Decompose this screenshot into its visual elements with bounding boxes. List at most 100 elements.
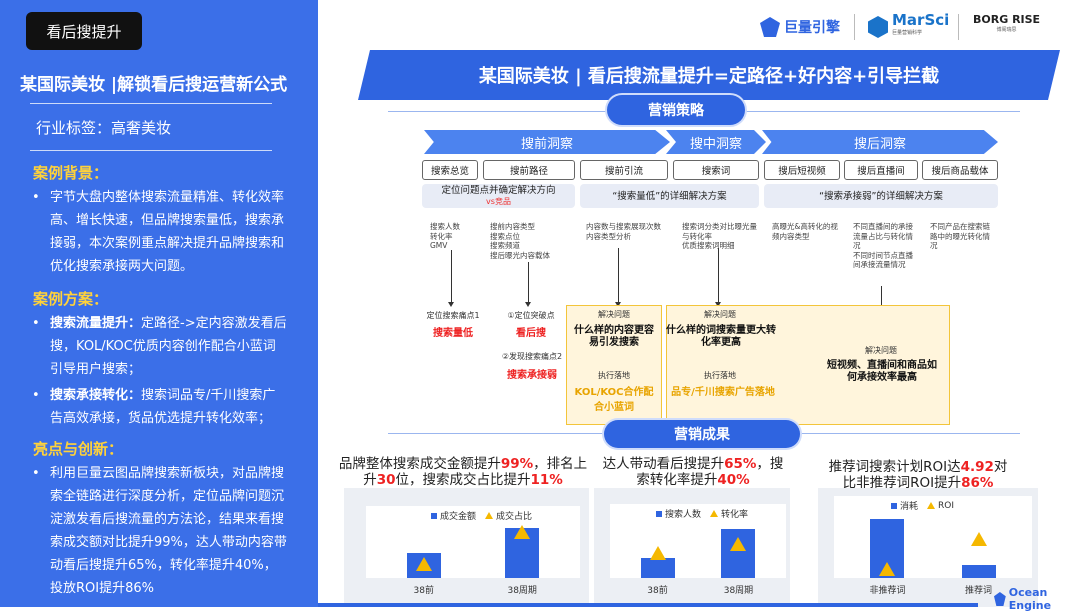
chart-marker bbox=[514, 524, 531, 539]
pain-value-3: 搜索承接弱 bbox=[507, 370, 557, 381]
chart-legend: 成交金额成交占比 bbox=[431, 509, 532, 522]
phase-pre-search: 搜前洞察 bbox=[424, 130, 670, 154]
bottom-accent-bar bbox=[318, 603, 978, 607]
result-title-2: 达人带动看后搜提升65%，搜索转化率提升40% bbox=[602, 456, 784, 488]
case-headline: 某国际美妆 |解锁看后搜运营新公式 bbox=[20, 75, 288, 95]
exec-label-1: 执行落地 bbox=[598, 371, 630, 380]
legend-square-icon bbox=[891, 502, 897, 509]
chart-bar bbox=[721, 528, 756, 578]
hexagon-icon bbox=[868, 16, 888, 38]
x-tick-label: 38周期 bbox=[507, 586, 537, 596]
solution-box-3 bbox=[796, 306, 949, 424]
metric-list-6: 不同直播间的承接流量占比与转化情况不同时间节点直播间承接流量情况 bbox=[853, 222, 913, 269]
chart-area-1: 成交金额成交占比 38前 38周期 bbox=[366, 506, 580, 596]
legend-square-icon bbox=[656, 510, 662, 517]
chart-bar bbox=[640, 557, 675, 578]
metric-list-3: 内容数与搜索展现次数内容类型分析 bbox=[586, 222, 661, 241]
chart-bar bbox=[961, 564, 996, 578]
tag-pre-search-path: 搜前路径 bbox=[483, 160, 575, 180]
result-title-3: 推荐词搜索计划ROI达4.92对比非推荐词ROI提升86% bbox=[828, 459, 1008, 491]
exec-value-1: KOL/KOC合作配合小蓝词 bbox=[574, 387, 654, 413]
divider bbox=[30, 150, 272, 151]
x-tick-label: 38周期 bbox=[723, 586, 754, 596]
legend-label: 成交金额 bbox=[440, 512, 477, 522]
legend-triangle-icon bbox=[485, 512, 494, 519]
tag-search-overview: 搜索总览 bbox=[422, 160, 478, 180]
ocean-engine-logo: 巨量引擎 bbox=[760, 14, 840, 40]
solve-question-1: 什么样的内容更容易引发搜索 bbox=[574, 325, 654, 348]
arrow-down-icon bbox=[715, 302, 721, 307]
tag-post-video: 搜后短视频 bbox=[764, 160, 840, 180]
exec-value-2: 品专/千川搜索广告落地 bbox=[671, 387, 775, 398]
legend-label: 搜索人数 bbox=[665, 510, 702, 520]
chart-marker bbox=[879, 561, 896, 576]
solve-label-1: 解决问题 bbox=[598, 310, 630, 319]
chart-panel-1: 成交金额成交占比 38前 38周期 bbox=[344, 488, 589, 607]
logo-divider bbox=[958, 14, 959, 40]
chart-legend: 消耗 ROI bbox=[891, 499, 954, 512]
phase-post-search: 搜后洞察 bbox=[762, 130, 998, 154]
tag-pre-search-traffic: 搜前引流 bbox=[580, 160, 668, 180]
solve-label-2: 解决问题 bbox=[704, 310, 736, 319]
divider bbox=[30, 103, 272, 104]
chart-area-3: 消耗 ROI 非推荐词 推荐词 bbox=[834, 496, 1032, 596]
x-tick-label: 38前 bbox=[647, 586, 668, 596]
highlight-title: 亮点与创新： bbox=[33, 440, 124, 458]
legend-square-icon bbox=[431, 512, 437, 519]
pain-value-2: 看后搜 bbox=[516, 328, 546, 339]
logo-icon bbox=[994, 592, 1006, 606]
group-low-search: “搜索量低”的详细解决方案 bbox=[580, 184, 759, 208]
tag-button[interactable]: 看后搜提升 bbox=[26, 12, 142, 50]
results-pill: 营销成果 bbox=[604, 420, 800, 448]
logo-icon bbox=[760, 17, 780, 37]
chart-legend: 搜索人数 转化率 bbox=[656, 507, 748, 520]
arrow-down-icon bbox=[448, 302, 454, 307]
chart-panel-2: 搜索人数 转化率 38前 38周期 bbox=[594, 488, 790, 607]
metric-list-2: 搜前内容类型搜索点位搜索频道搜后曝光内容载体 bbox=[490, 222, 550, 260]
chart-marker bbox=[730, 537, 747, 552]
pain-label-3: ②发现搜索痛点2 bbox=[501, 352, 563, 361]
phase-mid-search: 搜中洞察 bbox=[666, 130, 766, 154]
solution-box-1 bbox=[566, 305, 662, 425]
group-weak-conversion: “搜索承接弱”的详细解决方案 bbox=[764, 184, 998, 208]
plan-item-1: •搜索流量提升：定路径->定内容激发看后搜，KOL/KOC优质内容创作配合小蓝词… bbox=[32, 316, 287, 377]
pain-label-1: 定位搜索痛点1 bbox=[426, 311, 480, 320]
metric-list-4: 搜索词分类对比曝光量与转化率优质搜索词明细 bbox=[682, 222, 757, 250]
exec-label-2: 执行落地 bbox=[704, 371, 736, 380]
legend-label: 转化率 bbox=[721, 510, 749, 520]
highlight-text: •利用巨量云图品牌搜索新板块，对品牌搜索全链路进行深度分析，定位品牌问题沉淀激发… bbox=[32, 466, 287, 596]
legend-label: ROI bbox=[938, 500, 955, 511]
result-title-1: 品牌整体搜索成交金额提升99%，排名上升30位，搜索成交占比提升11% bbox=[338, 456, 588, 488]
tag-post-live: 搜后直播间 bbox=[844, 160, 918, 180]
chart-marker bbox=[415, 556, 432, 571]
legend-label: 消耗 bbox=[900, 502, 919, 512]
chart-panel-3: 消耗 ROI 非推荐词 推荐词 bbox=[818, 488, 1038, 607]
title-banner: 某国际美妆 | 看后搜流量提升=定路径+好内容+引导拦截 bbox=[358, 50, 1060, 100]
solve-question-3: 短视频、直播间和商品如何承接效率最高 bbox=[827, 360, 937, 383]
background-text: •字节大盘内整体搜索流量精准、转化效率高、增长快速，但品牌搜索量低，搜索承接弱，… bbox=[32, 190, 285, 274]
connector bbox=[451, 250, 452, 304]
connector bbox=[618, 248, 619, 304]
chart-marker bbox=[649, 546, 666, 561]
chart-area-2: 搜索人数 转化率 38前 38周期 bbox=[610, 504, 786, 596]
left-panel: 看后搜提升 某国际美妆 |解锁看后搜运营新公式 行业标签：高奢美妆 案例背景： … bbox=[0, 0, 318, 607]
plan-title: 案例方案： bbox=[33, 290, 109, 308]
arrow-down-icon bbox=[615, 302, 621, 307]
x-tick-label: 非推荐词 bbox=[869, 586, 906, 596]
tag-search-words: 搜索词 bbox=[673, 160, 759, 180]
background-title: 案例背景： bbox=[33, 164, 109, 182]
chart-marker bbox=[970, 531, 987, 546]
solve-label-3: 解决问题 bbox=[865, 346, 897, 355]
connector bbox=[718, 248, 719, 304]
legend-triangle-icon bbox=[927, 502, 936, 509]
x-tick-label: 38前 bbox=[413, 586, 434, 596]
connector bbox=[528, 262, 529, 304]
x-tick-label: 推荐词 bbox=[965, 586, 993, 596]
metric-list-5: 高曝光&高转化的视频内容类型 bbox=[772, 222, 838, 241]
pain-label-2: ①定位突破点 bbox=[507, 311, 555, 320]
plan-item-2: •搜索承接转化：搜索词品专/千川搜索广告高效承接，货品优选提升转化效率； bbox=[32, 388, 276, 426]
